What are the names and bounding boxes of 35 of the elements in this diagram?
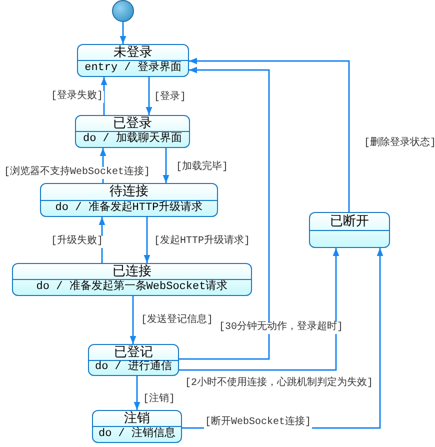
transition-arrow <box>162 148 170 183</box>
state-box <box>75 115 190 148</box>
state-activity: do / 准备发起第一条WebSocket请求 <box>36 282 228 293</box>
transition-arrow <box>130 296 136 344</box>
state-box <box>309 212 390 248</box>
edge-label: [升级失败] <box>50 236 104 248</box>
transition-arrow <box>120 22 126 44</box>
state-name: 未登录 <box>114 46 152 59</box>
edge-label: [登录失败] <box>50 91 104 103</box>
state-name: 待连接 <box>110 185 148 198</box>
state-box <box>88 344 179 376</box>
state-activity: do / 注销信息 <box>98 429 176 440</box>
state-name: 已登记 <box>114 346 153 359</box>
state-name: 已连接 <box>112 265 152 278</box>
state-box <box>92 410 182 443</box>
state-box <box>40 183 218 217</box>
state-activity: do / 准备发起HTTP升级请求 <box>55 202 203 214</box>
transition-arrow <box>189 58 350 212</box>
initial-state-dot <box>112 0 134 22</box>
state-activity: do / 进行通信 <box>94 362 172 374</box>
transition-arrow <box>144 217 150 263</box>
state-activity: do / 加载聊天界面 <box>82 134 182 145</box>
state-name: 已断开 <box>330 214 369 228</box>
edge-label: [删除登录状态] <box>363 138 435 150</box>
transition-arrow <box>179 66 270 360</box>
transition-arrow <box>179 248 340 371</box>
transition-arrow <box>134 376 140 410</box>
state-box <box>77 44 189 77</box>
state-name: 已登录 <box>113 117 152 130</box>
state-activity: entry / 登录界面 <box>84 63 182 74</box>
transition-arrow <box>100 77 108 115</box>
transition-arrow <box>146 77 152 115</box>
edge-label: [断开WebSocket连接] <box>204 417 312 429</box>
state-name: 注销 <box>124 412 150 425</box>
state-box <box>12 263 252 296</box>
